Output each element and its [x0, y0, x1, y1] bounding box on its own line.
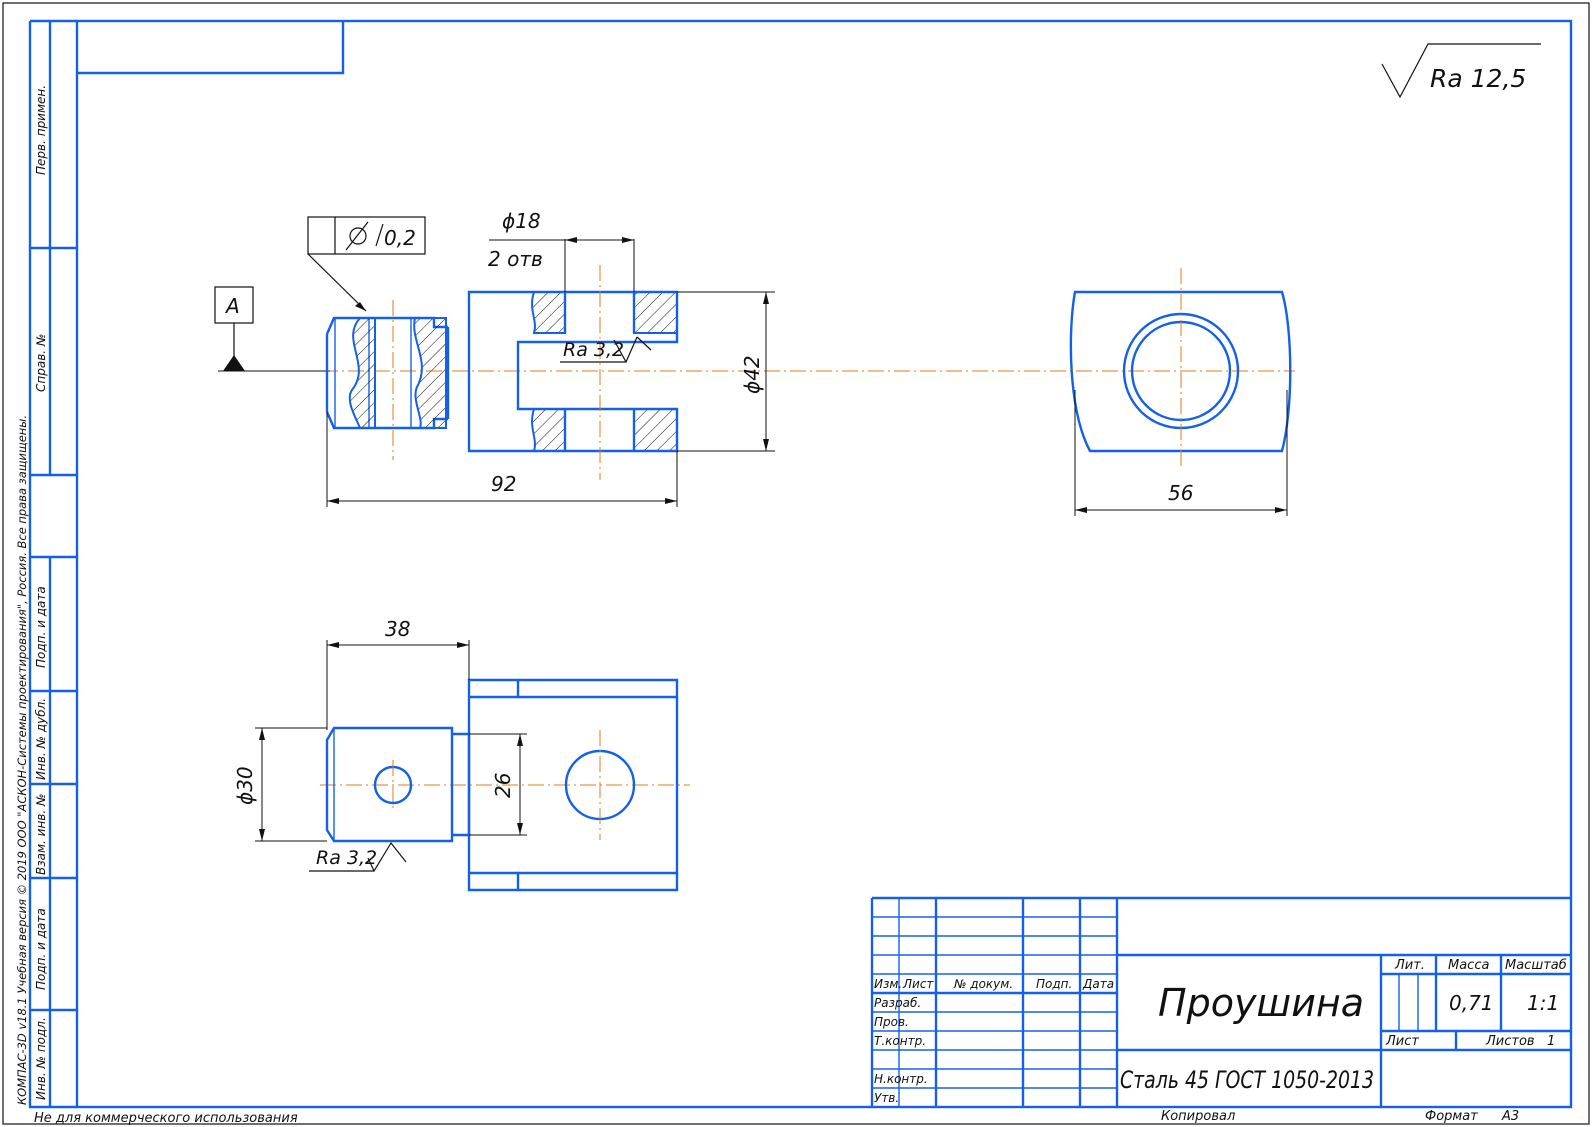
- dim-length: 92: [326, 412, 678, 507]
- dim-length-label: 92: [491, 472, 516, 496]
- tb-nkontr: Н.контр.: [874, 1072, 928, 1086]
- not-commercial: Не для коммерческого использования: [34, 1111, 298, 1126]
- datum-a-label: A: [224, 294, 240, 318]
- material: Сталь 45 ГОСТ 1050-2013: [1120, 1066, 1374, 1094]
- tb-prov: Пров.: [874, 1015, 909, 1029]
- side-labels: Перв. примен. Справ. № Подп. и дата Инв.…: [15, 85, 48, 1105]
- dim-shank-dia-label: ϕ30: [233, 766, 257, 805]
- copyright-text: КОМПАС-3D v18.1 Учебная версия © 2019 ОО…: [15, 415, 29, 1105]
- format-label: Формат: [1425, 1109, 1478, 1124]
- dim-hole: ϕ18 2 отв: [488, 209, 635, 292]
- tb-list-label: Лист: [1385, 1034, 1419, 1049]
- label-sprav: Справ. №: [34, 334, 48, 392]
- format-val: A3: [1501, 1109, 1519, 1124]
- label-inv-dubl: Инв. № дубл.: [34, 698, 48, 780]
- kopiroval: Копировал: [1161, 1109, 1235, 1124]
- tb-podp: Подп.: [1036, 977, 1072, 991]
- dim-flat-label: 26: [491, 773, 515, 798]
- dim-flat: 26: [469, 733, 527, 836]
- tb-masshtab-val: 1:1: [1527, 991, 1559, 1015]
- label-podp-data-2: Подп. и дата: [34, 908, 48, 990]
- roughness-fork-label: Ra 3,2: [563, 339, 624, 361]
- dim-width: 56: [1074, 390, 1288, 516]
- roughness-general-label: Ra 12,5: [1430, 64, 1526, 93]
- dim-shank-dia: ϕ30: [233, 727, 327, 842]
- dim-hole-count: 2 отв: [488, 247, 543, 271]
- tb-massa: Масса: [1448, 958, 1489, 973]
- tb-izm: Изм.: [874, 977, 902, 991]
- tb-masshtab: Масштаб: [1505, 958, 1567, 973]
- tb-data: Дата: [1082, 977, 1114, 991]
- tb-massa-val: 0,71: [1449, 991, 1494, 1015]
- runout-tolerance: 0,2: [307, 216, 426, 312]
- tb-tkontr: Т.контр.: [874, 1034, 926, 1048]
- part-name: Проушина: [1158, 981, 1364, 1025]
- dim-shank-len: 38: [326, 617, 470, 730]
- front-view: A 0,2: [214, 209, 1295, 507]
- tb-lit: Лит.: [1394, 958, 1425, 973]
- roughness-fork: Ra 3,2: [560, 336, 652, 363]
- dim-hole-dia: ϕ18: [502, 209, 541, 233]
- main-frame: [28, 19, 1573, 1109]
- tb-listov-val: 1: [1547, 1034, 1555, 1049]
- tb-n-dokum: № докум.: [953, 977, 1013, 991]
- shank-section: [325, 300, 450, 460]
- top-view: 38 ϕ30 26 Ra 3,2: [233, 617, 690, 892]
- tb-utv: Утв.: [874, 1091, 899, 1105]
- tb-razrab: Разраб.: [874, 996, 921, 1010]
- tb-listov-label: Листов: [1485, 1034, 1535, 1049]
- footer: Не для коммерческого использования Копир…: [34, 1109, 1519, 1126]
- roughness-shank: Ra 3,2: [309, 841, 407, 872]
- tb-list: Лист: [902, 977, 934, 991]
- roughness-general: Ra 12,5: [1381, 43, 1541, 99]
- label-perv-primen: Перв. примен.: [34, 85, 48, 175]
- fork-body: [467, 265, 679, 480]
- roughness-shank-label: Ra 3,2: [316, 847, 377, 869]
- dim-height: ϕ42: [677, 291, 775, 452]
- title-block: Изм. Лист № докум. Подп. Дата Разраб. Пр…: [870, 896, 1571, 1107]
- label-podp-data-1: Подп. и дата: [34, 586, 48, 668]
- label-vzam-inv: Взам. инв. №: [34, 794, 48, 875]
- dim-height-dia: ϕ42: [740, 355, 764, 394]
- label-inv-podl: Инв. № подл.: [34, 1017, 48, 1100]
- runout-value: 0,2: [384, 226, 416, 250]
- dim-shank-len-label: 38: [385, 617, 410, 641]
- side-view: 56: [1069, 268, 1292, 516]
- dim-width-label: 56: [1168, 481, 1193, 505]
- datum-a: A: [214, 286, 330, 372]
